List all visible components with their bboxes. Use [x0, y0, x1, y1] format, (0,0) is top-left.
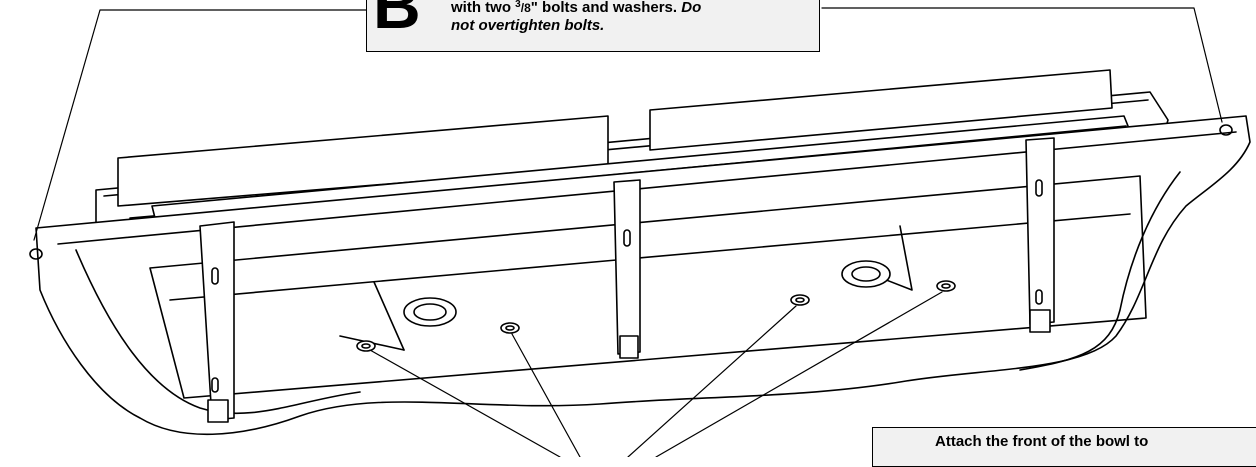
bolt-4 — [936, 280, 956, 292]
leader-lines — [33, 7, 1223, 457]
bolts — [356, 280, 956, 352]
bracket-left — [199, 221, 235, 423]
corner-hole-right — [1219, 124, 1233, 136]
corner-hole-left — [29, 248, 43, 260]
callout-bottom-text: Attach the front of the bowl to — [935, 433, 1149, 450]
fraction-three-eighths: 3/8 — [515, 0, 531, 15]
instruction-callout-bottom: Attach the front of the bowl to — [872, 427, 1256, 467]
bowl-holes — [29, 124, 1233, 327]
instruction-callout-top: B with two 3/8" bolts and washers. Do no… — [366, 0, 820, 52]
callout-line-1: with two 3/8" bolts and washers. Do — [451, 0, 702, 16]
bolt-1 — [356, 340, 376, 352]
bolt-2 — [500, 322, 520, 334]
step-letter: B — [373, 0, 421, 42]
bolt-3 — [790, 294, 810, 306]
callout-line-2: not overtighten bolts. — [451, 17, 605, 34]
bracket-right — [1025, 137, 1055, 333]
bracket-center — [613, 179, 641, 359]
hole-left — [403, 297, 457, 327]
assembly-diagram — [29, 7, 1251, 457]
bowl-body — [35, 115, 1251, 436]
hole-right — [841, 260, 891, 288]
